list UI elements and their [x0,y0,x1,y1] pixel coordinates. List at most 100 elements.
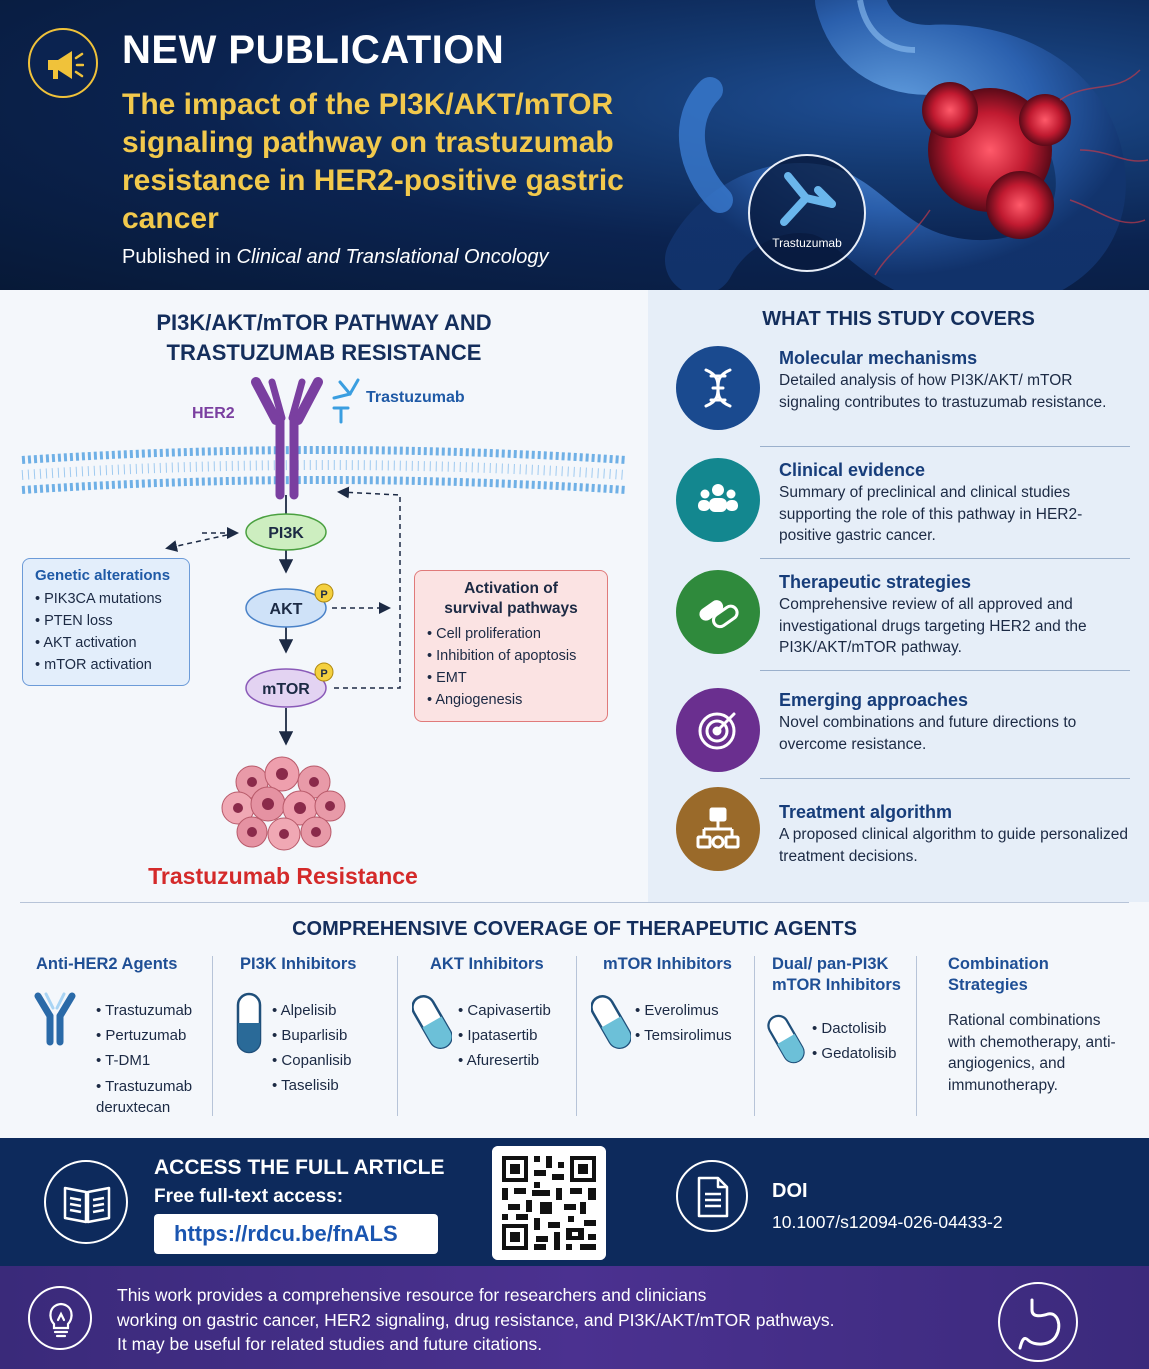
cover-title: Molecular mechanisms [779,348,978,368]
antibody-icon [34,992,76,1046]
pathway-title: PI3K/AKT/mTOR PATHWAY AND TRASTUZUMAB RE… [0,308,648,368]
cover-divider [760,446,1130,447]
flowchart-icon [676,787,760,871]
agents-title: COMPREHENSIVE COVERAGE OF THERAPEUTIC AG… [292,918,857,940]
trastuzumab-badge: Trastuzumab [748,154,866,272]
agent-item: Trastuzumab deruxtecan [96,1073,216,1118]
akt-phospho-badge [314,583,334,603]
capsule-icon [236,992,262,1054]
agent-col-title: PI3K Inhibitors [240,955,357,973]
study-covers-title: WHAT THIS STUDY COVERS [762,308,1035,330]
cover-divider [760,778,1130,779]
column-divider [212,956,213,1116]
genetic-item: PIK3CA mutations [35,588,177,610]
dna-icon [676,346,760,430]
akt-label: AKT [270,601,303,618]
cell-membrane [21,446,627,494]
column-divider [397,956,398,1116]
survival-item: Inhibition of apoptosis [427,645,595,667]
agent-col-title-line2: Strategies [948,976,1028,994]
agent-col-title: AKT Inhibitors [430,955,544,973]
agent-item: Dactolisib [812,1016,922,1041]
badge-label: Trastuzumab [772,236,842,250]
genetic-item: mTOR activation [35,654,177,676]
survival-item: Angiogenesis [427,689,595,711]
megaphone-icon [28,28,98,98]
footer-line: This work provides a comprehensive resou… [117,1285,707,1305]
agent-item: Ipatasertib [458,1023,568,1048]
genetic-item: PTEN loss [35,610,177,632]
survival-pathways-box: Activation of survival pathways Cell pro… [414,570,608,722]
qr-code[interactable] [492,1146,606,1260]
agent-col-title: Dual/ pan-PI3K mTOR Inhibitors [772,954,912,996]
cover-text: Summary of preclinical and clinical stud… [779,484,1083,544]
agent-item: Copanlisib [272,1048,392,1073]
header-banner: NEW PUBLICATION The impact of the PI3K/A… [0,0,1149,290]
pi3k-label: PI3K [268,525,304,542]
doi-value[interactable]: 10.1007/s12094-026-04433-2 [772,1212,1003,1232]
survival-title: Activation of survival pathways [427,579,595,619]
pi3k-node [245,513,327,551]
agent-item: Capivasertib [458,998,568,1023]
agent-col-combination: Combination Strategies Rational combinat… [948,954,1128,1124]
stomach-illustration [665,0,1149,290]
agent-item: Pertuzumab [96,1023,216,1048]
trastuzumab-label: Trastuzumab [366,389,465,406]
her2-receptor [251,377,323,500]
agent-item: Taselisib [272,1073,392,1098]
agent-col-title-line1: Dual/ pan-PI3K [772,955,889,973]
cover-title: Clinical evidence [779,460,926,480]
cover-text: A proposed clinical algorithm to guide p… [779,826,1128,865]
agent-item: Everolimus [635,998,745,1023]
agent-item: Afuresertib [458,1048,568,1073]
column-divider [916,956,917,1116]
access-section: ACCESS THE FULL ARTICLE Free full-text a… [0,1138,1149,1266]
survival-item: EMT [427,667,595,689]
akt-phospho-label: P [320,589,327,601]
mtor-phospho-badge [314,662,334,682]
pathway-title-line2: TRASTUZUMAB RESISTANCE [166,340,482,365]
article-title: The impact of the PI3K/AKT/mTOR signalin… [122,88,624,235]
agent-col-title: mTOR Inhibitors [603,955,732,973]
mtor-node [245,668,327,708]
stomach-icon [998,1282,1078,1362]
survival-title-line1: Activation of [464,580,558,597]
pathway-title-line1: PI3K/AKT/mTOR PATHWAY AND [156,310,492,335]
agent-col-mtor: mTOR Inhibitors Everolimus Temsirolimus [591,954,745,1124]
footer-band: This work provides a comprehensive resou… [0,1266,1149,1369]
footer-text: This work provides a comprehensive resou… [117,1283,957,1357]
cover-divider [760,558,1130,559]
agent-item: Buparlisib [272,1023,392,1048]
capsule-icon [591,995,631,1049]
doi-label: DOI [772,1180,808,1202]
combination-text: Rational combinations with chemotherapy,… [948,1012,1116,1094]
agent-col-title-line2: mTOR Inhibitors [772,976,901,994]
genetic-item: AKT activation [35,632,177,654]
agent-col-title-line1: Combination [948,955,1049,973]
survival-item: Cell proliferation [427,623,595,645]
document-icon [676,1160,748,1232]
cover-divider [760,670,1130,671]
lightbulb-icon [28,1286,92,1350]
antibody-icon [780,172,836,226]
tumor-cells-icon [221,756,346,851]
agent-col-dual: Dual/ pan-PI3K mTOR Inhibitors Dactolisi… [767,954,912,1124]
pathway-diagram: HER2 Trastuzumab PI3K AKT P mTOR P [21,377,627,851]
cover-title: Emerging approaches [779,690,969,710]
agent-col-pi3k: PI3K Inhibitors Alpelisib Buparlisib Cop… [236,954,392,1124]
published-in: Published in Clinical and Translational … [122,246,549,269]
mtor-label: mTOR [262,681,310,698]
pathway-panel: PI3K/AKT/mTOR PATHWAY AND TRASTUZUMAB RE… [0,290,648,902]
article-link[interactable]: https://rdcu.be/fnALS [154,1214,438,1254]
column-divider [754,956,755,1116]
published-prefix: Published in [122,246,237,268]
cover-text: Novel combinations and future directions… [779,714,1077,753]
access-title: ACCESS THE FULL ARTICLE [154,1156,445,1179]
agent-col-title: Combination Strategies [948,954,1128,996]
pills-icon [676,570,760,654]
footer-line: It may be useful for related studies and… [117,1334,543,1354]
column-divider [576,956,577,1116]
journal-name: Clinical and Translational Oncology [236,246,549,268]
her2-label: HER2 [192,405,235,422]
people-icon [676,458,760,542]
